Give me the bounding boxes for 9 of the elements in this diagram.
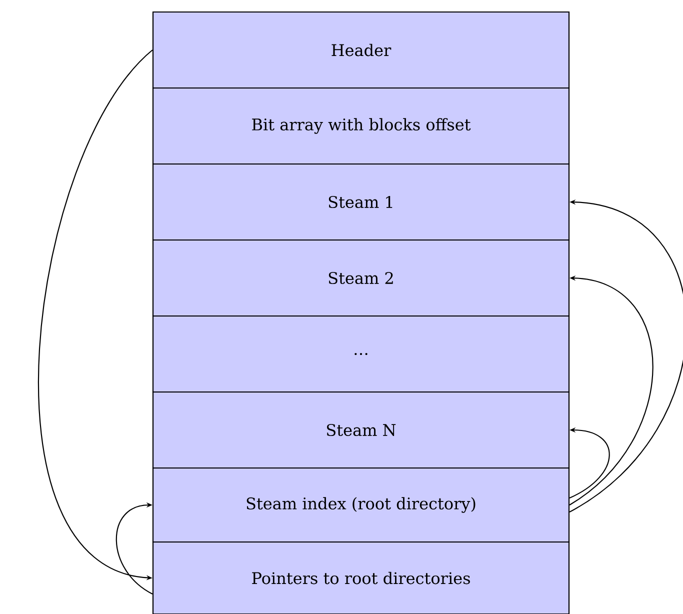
block-row: Header bbox=[152, 11, 570, 89]
block-row: Steam index (root directory) bbox=[152, 467, 570, 543]
block-row: Steam 2 bbox=[152, 239, 570, 317]
block-row: Steam N bbox=[152, 391, 570, 469]
block-row: … bbox=[152, 315, 570, 393]
block-row: Pointers to root directories bbox=[152, 541, 570, 614]
block-row: Steam 1 bbox=[152, 163, 570, 241]
block-row: Bit array with blocks offset bbox=[152, 87, 570, 165]
arrow bbox=[116, 502, 153, 594]
